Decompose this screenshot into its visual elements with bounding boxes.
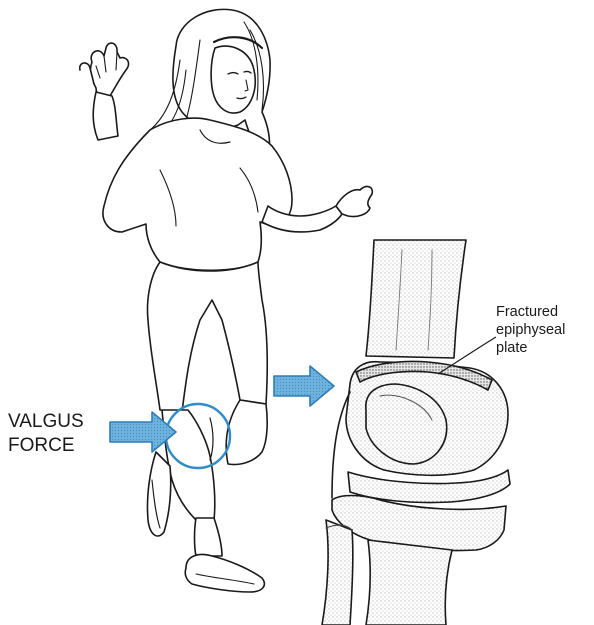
pointer-arrow xyxy=(274,366,334,406)
fracture-label-line-3: plate xyxy=(496,339,565,357)
tibia-head xyxy=(332,496,506,551)
lowered-hand xyxy=(336,187,372,217)
standing-shoe xyxy=(185,555,264,593)
fracture-label: Fractured epiphyseal plate xyxy=(496,303,565,357)
tibia-shaft xyxy=(366,540,452,625)
raised-hand xyxy=(90,43,128,98)
valgus-force-label: VALGUS FORCE xyxy=(8,410,84,458)
lowered-arm xyxy=(262,206,342,232)
femur-shaft xyxy=(366,240,466,358)
girl-figure xyxy=(80,9,373,592)
valgus-force-label-line-2: FORCE xyxy=(8,434,84,458)
raised-arm xyxy=(93,92,118,140)
fibula xyxy=(322,520,353,625)
knee-bone-detail xyxy=(322,240,510,625)
shorts xyxy=(148,262,268,412)
valgus-force-label-line-1: VALGUS xyxy=(8,410,84,434)
ankle-sock xyxy=(195,518,223,556)
bent-leg xyxy=(226,400,267,465)
fracture-label-line-1: Fractured xyxy=(496,303,565,321)
t-shirt xyxy=(103,118,292,270)
fracture-label-line-2: epiphyseal xyxy=(496,321,565,339)
